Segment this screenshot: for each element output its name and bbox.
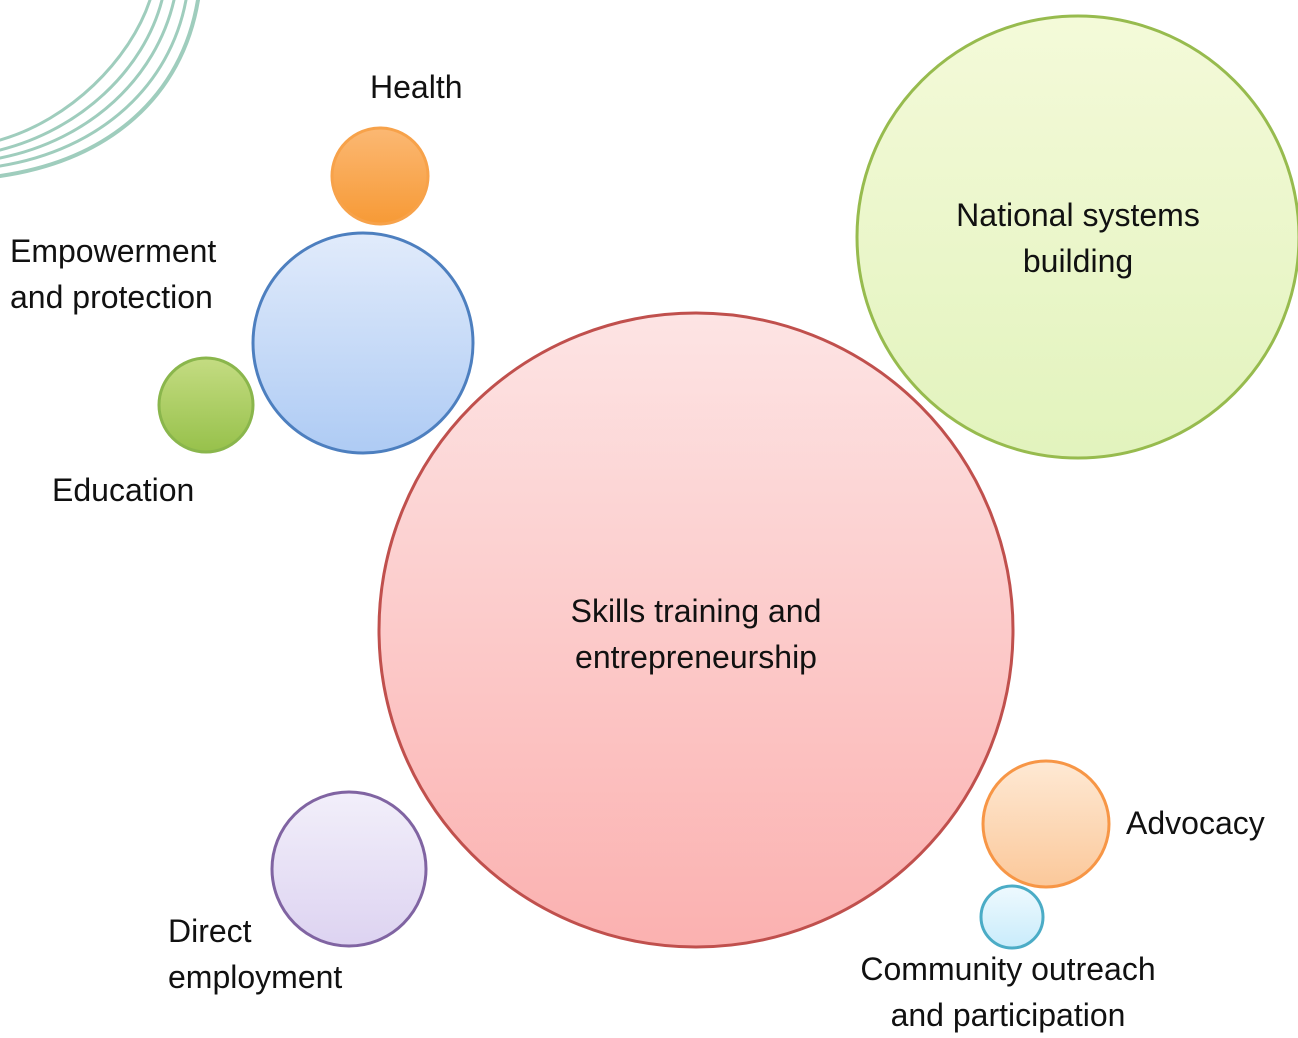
health-bubble — [330, 126, 430, 226]
education-bubble — [157, 356, 255, 454]
empowerment-label-line-2: and protection — [10, 279, 213, 315]
community-outreach-label-line-1: Community outreach — [860, 951, 1156, 987]
health-label-text: Health — [370, 69, 463, 105]
empowerment-label-line-1: Empowerment — [10, 233, 217, 269]
skills-training-label: Skills training and entrepreneurship — [526, 588, 866, 680]
direct-employment-label-line-2: employment — [168, 959, 343, 995]
decorative-swoosh — [0, 0, 200, 178]
national-systems-label-line-1: National systems — [956, 197, 1200, 233]
education-label: Education — [52, 467, 194, 513]
health-label: Health — [370, 64, 463, 110]
direct-employment-label: Direct employment — [168, 908, 342, 1000]
advocacy-label: Advocacy — [1126, 800, 1265, 846]
advocacy-label-text: Advocacy — [1126, 805, 1265, 841]
empowerment-bubble — [251, 231, 475, 455]
skills-training-bubble — [377, 311, 1015, 949]
community-outreach-label: Community outreach and participation — [818, 946, 1198, 1038]
skills-training-label-line-2: entrepreneurship — [575, 639, 817, 675]
education-label-text: Education — [52, 472, 195, 508]
advocacy-bubble — [981, 759, 1111, 889]
skills-training-label-line-1: Skills training and — [570, 593, 822, 629]
direct-employment-bubble — [270, 790, 428, 948]
national-systems-label: National systems building — [918, 192, 1238, 284]
community-outreach-label-line-2: and participation — [890, 997, 1126, 1033]
community-outreach-bubble — [979, 884, 1045, 950]
national-systems-bubble — [855, 14, 1298, 460]
national-systems-label-line-2: building — [1022, 243, 1134, 279]
direct-employment-label-line-1: Direct — [168, 913, 252, 949]
empowerment-label: Empowerment and protection — [10, 228, 216, 320]
